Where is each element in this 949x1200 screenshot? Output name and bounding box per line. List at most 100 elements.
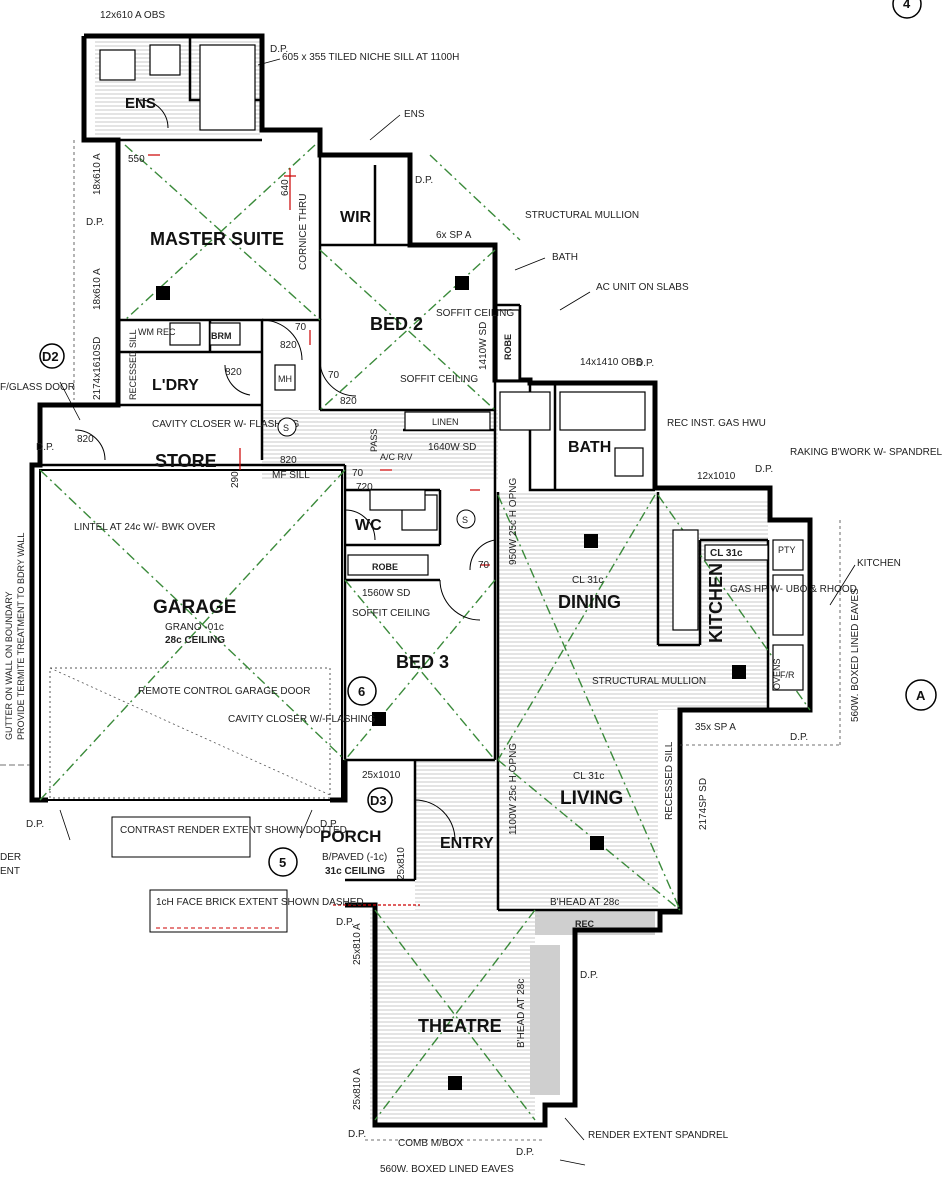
note-dp-12: D.P. (348, 1129, 366, 1140)
legend-contrast-render: CONTRAST RENDER EXTENT SHOWN DOTTED (120, 825, 347, 836)
bath-shower (499, 391, 551, 431)
note-dp-4: D.P. (755, 464, 773, 475)
note-boxed-eaves-bottom: 560W. BOXED LINED EAVES (380, 1164, 514, 1175)
room-label-bed2: BED 2 (370, 314, 423, 334)
room-label-dining: DINING (558, 592, 621, 612)
note-structural-mullion-living: STRUCTURAL MULLION (592, 676, 706, 687)
label-robe-bed2: ROBE (503, 334, 513, 360)
bhead-living: B'HEAD AT 28c (550, 897, 619, 908)
dim-70-c: 70 (352, 468, 364, 479)
note-dp-13: D.P. (516, 1147, 534, 1158)
callout-five: 5 (279, 855, 286, 870)
note-glass-door: F/GLASS DOOR (0, 382, 75, 393)
d3-callout (367, 787, 393, 813)
dim-820-e: 820 (225, 367, 242, 378)
note-theatre-win-a: 25x810 A (352, 923, 363, 965)
dimension-numbers: 550 640 820 820 820 820 820 70 70 70 70 … (77, 154, 490, 571)
label-ac-rv: A/C R/V (380, 452, 413, 462)
soffit-bed3: SOFFIT CEILING (352, 608, 430, 619)
note-kitchen-callout: KITCHEN (857, 558, 901, 569)
label-recessed-sill-ldry: RECESSED SILL (128, 329, 138, 400)
note-dp-8: D.P. (320, 819, 338, 830)
light-markers (156, 276, 746, 1090)
smoke-detector-1 (277, 417, 297, 437)
note-termite-left: PROVIDE TERMITE TREATMENT TO BDRY WALL (16, 533, 26, 740)
label-wm-rec: WM REC (138, 327, 176, 337)
note-dp-6: D.P. (36, 442, 54, 453)
fixture-labels: WM REC BRM MH LINEN ROBE ROBE REC PTY F/… (128, 327, 796, 929)
label-robe-bed3: ROBE (372, 562, 398, 572)
label-brm: BRM (211, 331, 232, 341)
annotation-notes: 12x610 A OBS 605 x 355 TILED NICHE SILL … (0, 10, 943, 1175)
note-boxed-eaves-right: 560W. BOXED LINED EAVES (850, 588, 861, 722)
note-dp-1: D.P. (270, 44, 288, 55)
room-label-entry: ENTRY (440, 835, 494, 852)
legend-boxes: CONTRAST RENDER EXTENT SHOWN DOTTED 1cH … (111, 816, 364, 933)
room-label-theatre: THEATRE (418, 1016, 502, 1036)
smoke-detector-2 (456, 509, 476, 529)
soffit-bed2: SOFFIT CEILING (436, 308, 514, 319)
label-fr: F/R (780, 670, 795, 680)
note-mf-sill: MF SILL (272, 470, 310, 481)
shower-ens (199, 44, 256, 131)
note-dp-2: D.P. (415, 175, 433, 186)
a-callout (905, 679, 937, 711)
dim-70-d: 70 (478, 560, 490, 571)
callout-s1: S (283, 423, 289, 433)
ceiling-notes: GRANO -01c 28c CEILING CL 31c CL 31c CL … (165, 308, 743, 1048)
linen-box (404, 411, 491, 431)
note-dp-7: D.P. (86, 217, 104, 228)
red-markers (148, 154, 490, 906)
note-porch-win: 25x810 (396, 847, 407, 880)
soffit-hall: SOFFIT CEILING (400, 374, 478, 385)
note-cavity-closer-store: CAVITY CLOSER W- FLASHING (152, 419, 299, 430)
label-pty: PTY (778, 545, 796, 555)
note-bath-window: 14x1410 OBS (580, 357, 643, 368)
note-bath-callout: BATH (552, 252, 578, 263)
note-robe-sd: 1560W SD (362, 588, 410, 599)
note-theatre-win-b: 25x810 A (352, 1068, 363, 1110)
room-label-porch: PORCH (320, 827, 381, 846)
dim-820-d: 820 (77, 434, 94, 445)
brm-box (209, 322, 241, 346)
eave-lines (0, 140, 841, 1141)
note-recessed-sill-living: RECESSED SILL (664, 741, 675, 820)
note-master-win-a: 18x610 A (92, 153, 103, 195)
five-callout (268, 847, 298, 877)
note-rec-gas: REC INST. GAS HWU (667, 418, 766, 429)
door-swings (74, 99, 496, 841)
garage-outline (39, 469, 343, 801)
callout-four: 4 (903, 0, 911, 11)
note-top-window: 12x610 A OBS (100, 10, 165, 21)
note-dp-3: D.P. (636, 358, 654, 369)
label-mh: MH (278, 374, 292, 384)
label-pass: PASS (369, 429, 379, 452)
note-dp-5: D.P. (790, 732, 808, 743)
fixtures (99, 44, 804, 691)
d2-callout (39, 343, 65, 369)
room-label-kitchen: KITCHEN (706, 563, 726, 643)
garage-ceiling: 28c CEILING (165, 635, 225, 646)
note-master-win-b: 18x610 A (92, 268, 103, 310)
room-label-bed3: BED 3 (396, 652, 449, 672)
note-cavity-closer-garage: CAVITY CLOSER W/-FLASHING (228, 714, 376, 725)
six-callout (347, 676, 377, 706)
basin-ens (149, 44, 181, 76)
note-dp-10: D.P. (336, 917, 354, 928)
label-ovens: OVENS (772, 658, 782, 690)
note-render-extent: RENDER EXTENT SPANDREL (588, 1130, 729, 1141)
callout-d3: D3 (370, 793, 387, 808)
dim-820-c: 820 (280, 455, 297, 466)
callout-six: 6 (358, 684, 365, 699)
dining-cl: CL 31c (572, 575, 603, 586)
dim-720: 720 (356, 482, 373, 493)
note-lintel: LINTEL AT 24c W/- BWK OVER (74, 522, 216, 533)
bath-basin (614, 447, 644, 477)
note-window-porch: 25x1010 (362, 770, 401, 781)
note-niche: 605 x 355 TILED NICHE SILL AT 1100H (282, 52, 459, 63)
note-gutter-left: GUTTER ON WALL ON BOUNDARY (4, 591, 14, 740)
fr-box (772, 574, 804, 636)
kitchen-cl: CL 31c (710, 548, 743, 559)
dim-550: 550 (128, 154, 145, 165)
room-label-ens: ENS (125, 95, 156, 112)
